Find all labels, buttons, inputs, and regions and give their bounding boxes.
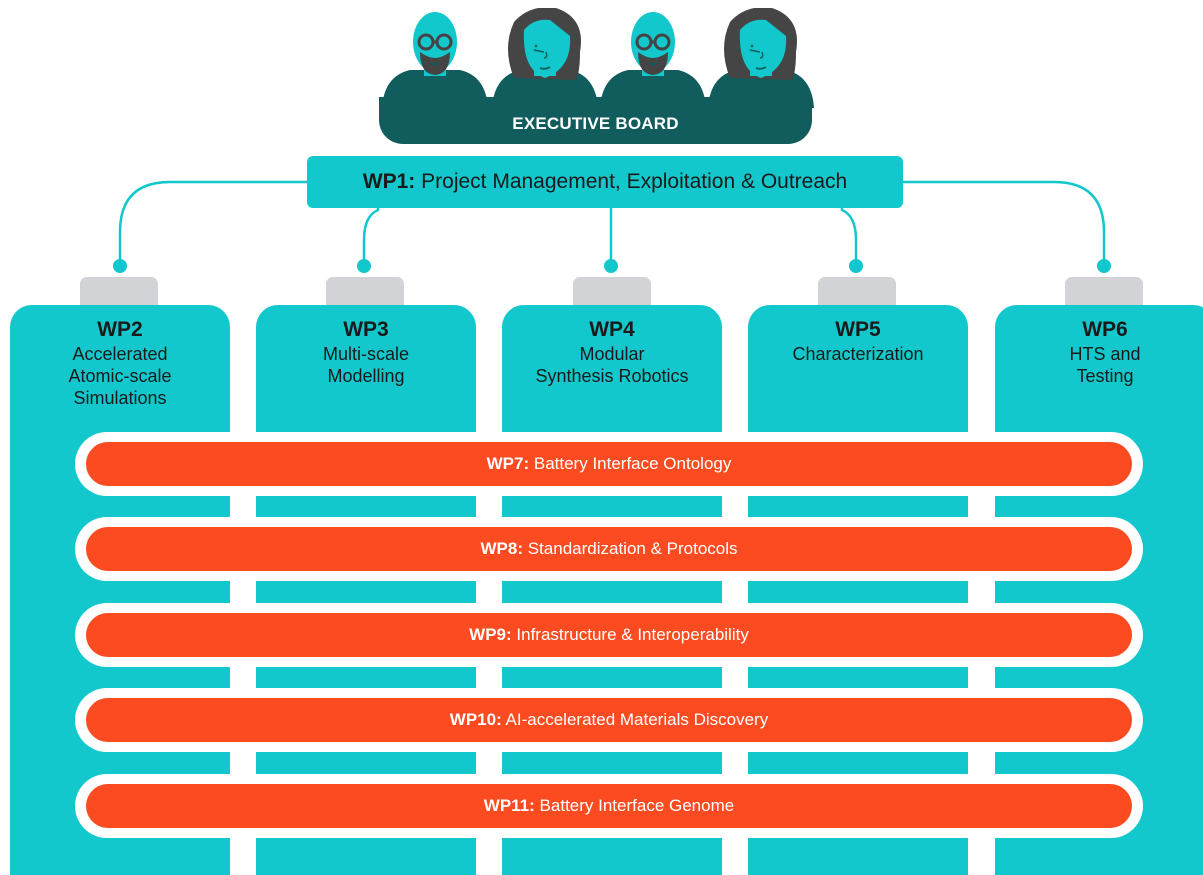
wp11-band: WP11: Battery Interface Genome (75, 774, 1143, 838)
connector-wp5 (840, 208, 858, 264)
wp9-pill: WP9: Infrastructure & Interoperability (86, 613, 1132, 657)
wp1-title: Project Management, Exploitation & Outre… (421, 170, 848, 193)
connector-dot-wp2 (113, 259, 127, 273)
wp5-description: Characterization (792, 344, 924, 364)
wp10-band: WP10: AI-accelerated Materials Discovery (75, 688, 1143, 752)
connector-dot-wp5 (849, 259, 863, 273)
wp8-id: WP8: (480, 539, 523, 558)
wp1-box: WP1: Project Management, Exploitation & … (307, 156, 903, 208)
wp3-description: Multi-scale Modelling (322, 344, 410, 386)
wp6-id: WP6 (1082, 318, 1128, 341)
wp8-pill: WP8: Standardization & Protocols (86, 527, 1132, 571)
wp2-description: Accelerated Atomic-scale Simulations (68, 344, 172, 408)
wp2-header: WP2 Accelerated Atomic-scale Simulations (10, 317, 230, 409)
connector-wp2 (118, 180, 307, 264)
wp7-band: WP7: Battery Interface Ontology (75, 432, 1143, 496)
wp3-header: WP3 Multi-scale Modelling (256, 317, 476, 387)
wp2-id: WP2 (97, 318, 143, 341)
wp8-band: WP8: Standardization & Protocols (75, 517, 1143, 581)
connector-wp6 (903, 180, 1106, 264)
woman-icon (708, 8, 814, 108)
wp10-id: WP10: (449, 710, 502, 729)
wp11-pill: WP11: Battery Interface Genome (86, 784, 1132, 828)
wp10-pill: WP10: AI-accelerated Materials Discovery (86, 698, 1132, 742)
man-with-glasses-beard-icon (382, 12, 488, 108)
wp5-id: WP5 (835, 318, 881, 341)
wp3-id: WP3 (343, 318, 389, 341)
wp10-title: AI-accelerated Materials Discovery (505, 710, 769, 729)
wp4-header: WP4 Modular Synthesis Robotics (502, 317, 722, 387)
woman-icon (492, 8, 598, 108)
executive-board-label: EXECUTIVE BOARD (512, 114, 679, 133)
man-with-glasses-beard-icon (600, 12, 706, 108)
wp7-pill: WP7: Battery Interface Ontology (86, 442, 1132, 486)
connector-wp3 (362, 208, 380, 264)
wp6-header: WP6 HTS and Testing (995, 317, 1203, 387)
connector-dot-wp6 (1097, 259, 1111, 273)
connector-dot-wp4 (604, 259, 618, 273)
wp11-id: WP11: (483, 796, 535, 815)
wp5-header: WP5 Characterization (748, 317, 968, 365)
wp6-description: HTS and Testing (1069, 344, 1141, 386)
executive-board-bar: EXECUTIVE BOARD (379, 97, 812, 144)
wp7-id: WP7: (486, 454, 530, 473)
wp4-id: WP4 (589, 318, 635, 341)
wp1-id: WP1: (362, 170, 416, 193)
connector-dot-wp3 (357, 259, 371, 273)
wp9-title: Infrastructure & Interoperability (516, 625, 749, 644)
wp11-title: Battery Interface Genome (539, 796, 735, 815)
wp4-description: Modular Synthesis Robotics (535, 344, 689, 386)
wp7-title: Battery Interface Ontology (533, 454, 732, 473)
wp9-id: WP9: (469, 625, 512, 644)
wp9-band: WP9: Infrastructure & Interoperability (75, 603, 1143, 667)
wp8-title: Standardization & Protocols (527, 539, 738, 558)
